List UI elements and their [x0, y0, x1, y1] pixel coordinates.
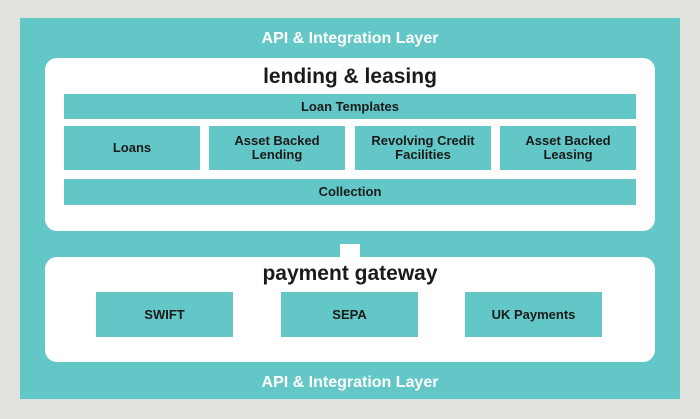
payment-gateway-panel: payment gateway SWIFT SEPA UK Payments: [45, 257, 655, 362]
revolving-credit-facilities-box: Revolving Credit Facilities: [355, 126, 491, 170]
loan-templates-box: Loan Templates: [64, 94, 636, 119]
asset-backed-lending-box: Asset Backed Lending: [209, 126, 345, 170]
connector-lower: [340, 244, 360, 258]
swift-box: SWIFT: [96, 292, 233, 337]
collection-box: Collection: [64, 179, 636, 205]
integration-layer-frame: API & Integration Layer lending & leasin…: [20, 18, 680, 399]
payment-gateway-title: payment gateway: [262, 262, 438, 285]
api-layer-top-label: API & Integration Layer: [261, 30, 439, 47]
asset-backed-leasing-box: Asset Backed Leasing: [500, 126, 636, 170]
sepa-box: SEPA: [281, 292, 418, 337]
api-layer-bottom-label: API & Integration Layer: [261, 374, 439, 391]
uk-payments-box: UK Payments: [465, 292, 602, 337]
connector-upper: [340, 218, 360, 231]
lending-leasing-title: lending & leasing: [263, 65, 437, 88]
lending-leasing-panel: lending & leasing Loan Templates Loans A…: [45, 58, 655, 231]
loans-box: Loans: [64, 126, 200, 170]
